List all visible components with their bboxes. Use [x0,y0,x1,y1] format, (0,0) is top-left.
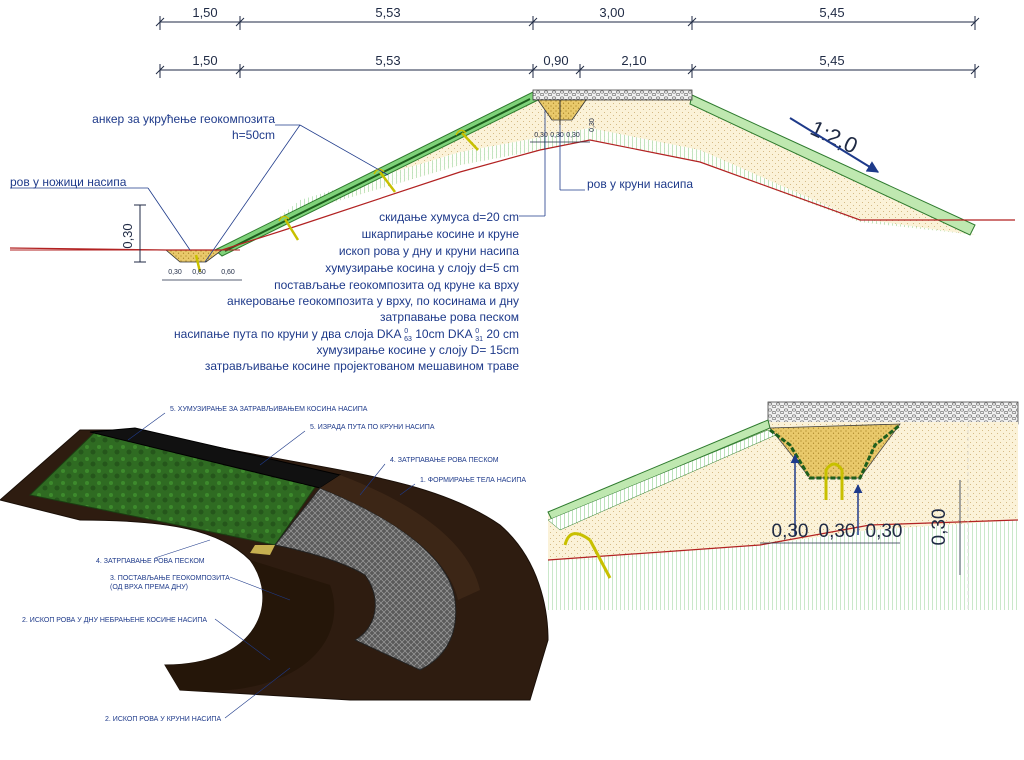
frac2-bottom: 31 [475,336,483,343]
render-label: 1. ФОРМИРАЊЕ ТЕЛА НАСИПА [420,477,526,484]
road-suffix: 20 cm [483,327,519,341]
crest-dim-2: 0,30 [550,132,564,139]
dim-r2-3: 0,90 [543,53,568,68]
render-3d: 5. ХУМУЗИРАЊЕ ЗА ЗАТРАВЉИВАЊЕМ КОСИНА НА… [0,406,549,723]
frac2-top: 0 [475,328,479,335]
frac1-top: 0 [404,328,408,335]
anchor-label-line1: анкер за укрућење геокомпозита [92,112,275,126]
crest-dim-3: 0,30 [566,132,580,139]
dimension-row-1: 1,50 5,53 3,00 5,45 [155,5,980,30]
render-label: 4. ЗАТРПАВАЊЕ РОВА ПЕСКОМ [390,457,499,464]
dim-r2-5: 5,45 [819,53,844,68]
work-step: шкарпирање косине и круне [362,227,520,241]
render-label: 5. ХУМУЗИРАЊЕ ЗА ЗАТРАВЉИВАЊЕМ КОСИНА НА… [170,406,368,413]
detail-dim-2: 0,30 [819,521,856,542]
work-step-road: насипање пута по круни у два слоја DKA 0… [174,327,519,343]
dim-r2-4: 2,10 [621,53,646,68]
work-steps-list: скидање хумуса d=20 cm шкарпирање косине… [174,210,519,373]
crest-dim-4: 0,30 [589,118,596,132]
work-step: затрпавање рова песком [380,310,519,324]
frac1-bottom: 63 [404,336,412,343]
work-step: скидање хумуса d=20 cm [379,210,519,224]
toe-width-3: 0,60 [221,269,235,276]
work-step: хумузирање косина у слоју d=5 cm [325,261,519,275]
render-label: 2. ИСКОП РОВА У КРУНИ НАСИПА [105,716,221,723]
work-step: анкеровање геокомпозита у врху, по косин… [227,294,519,308]
dimension-row-2: 1,50 5,53 0,90 2,10 5,45 [155,53,980,78]
crest-trench-label: ров у круни насипа [587,177,693,191]
work-step: ископ рова у дну и круни насипа [339,244,519,258]
toe-width-2: 0,60 [192,269,206,276]
dim-r1-2: 5,53 [375,5,400,20]
trench-detail: 0,30 0,30 0,30 0,30 [547,401,1019,610]
road-middle: 10cm DKA [412,327,475,341]
work-step: постављање геокомпозита од круне ка врху [274,278,519,292]
render-label: 5. ИЗРАДА ПУТА ПО КРУНИ НАСИПА [310,424,435,431]
work-step: хумузирање косине у слоју D= 15cm [317,343,519,357]
dim-r2-1: 1,50 [192,53,217,68]
dim-r1-1: 1,50 [192,5,217,20]
render-label: 3. ПОСТАВЉАЊЕ ГЕОКОМПОЗИТА [110,575,230,582]
detail-dim-1: 0,30 [772,521,809,542]
work-step: затрављивање косине пројектованом мешави… [205,359,519,373]
render-label: 4. ЗАТРПАВАЊЕ РОВА ПЕСКОМ [96,558,205,565]
dim-r1-4: 5,45 [819,5,844,20]
crest-dim-1: 0,30 [534,132,548,139]
dim-r1-3: 3,00 [599,5,624,20]
detail-dim-4: 0,30 [929,509,950,546]
toe-height-dim: 0,30 [120,223,135,248]
toe-width-1: 0,30 [168,269,182,276]
embankment-section: 0,30 0,30 0,60 0,60 0,30 0,30 0,30 0,30 [9,89,1015,281]
dim-r2-2: 5,53 [375,53,400,68]
road-prefix: насипање пута по круни у два слоја DKA [174,327,404,341]
render-label: (ОД ВРХА ПРЕМА ДНУ) [110,584,188,591]
detail-dim-3: 0,30 [866,521,903,542]
anchor-label-line2: h=50cm [232,128,275,142]
render-label: 2. ИСКОП РОВА У ДНУ НЕБРАЊЕНЕ КОСИНЕ НАС… [22,617,207,624]
toe-trench-label: ров у ножици насипа [10,175,127,189]
